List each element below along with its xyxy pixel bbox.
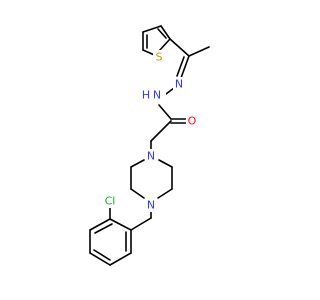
bond: [89, 252, 111, 266]
nitrogen-label: N: [147, 150, 155, 163]
atom-label-n-pip2: N: [145, 198, 157, 212]
benzene-ring: [89, 218, 132, 266]
bond: [157, 28, 167, 39]
nitrogen-label: N: [153, 89, 161, 102]
piperazine-ring: [130, 159, 173, 199]
nitrogen-label: N: [175, 78, 183, 91]
sulfur-label: S: [156, 51, 163, 64]
bond: [160, 25, 171, 40]
bond: [158, 159, 173, 168]
atom-label-n-imine: N: [173, 77, 185, 91]
molecule-structure: S N H N O N N Cl: [89, 25, 210, 266]
atom-label-o: O: [186, 114, 198, 128]
bond: [176, 56, 185, 77]
thiophene-ring: [142, 25, 171, 58]
bond: [130, 188, 145, 199]
bond: [188, 46, 210, 57]
atom-label-n-pip1: N: [145, 149, 157, 163]
bond: [158, 38, 171, 52]
bond: [130, 159, 145, 168]
atom-label-cl: Cl: [101, 194, 119, 208]
bond: [109, 252, 132, 266]
bond: [180, 55, 190, 79]
hydrogen-label: H: [142, 89, 150, 102]
bond: [89, 218, 111, 231]
chlorine-label: Cl: [105, 195, 116, 208]
bond: [93, 249, 111, 261]
bond: [109, 218, 132, 231]
bond: [94, 223, 113, 234]
bond: [130, 217, 152, 231]
oxygen-label: O: [188, 115, 197, 128]
bond: [157, 188, 173, 199]
bond: [142, 25, 162, 33]
nitrogen-label: N: [147, 199, 155, 212]
bond: [150, 120, 172, 142]
bond: [169, 38, 190, 57]
atom-label-s: S: [153, 50, 165, 64]
bond: [158, 104, 172, 120]
atom-label-nh: H N: [140, 88, 166, 102]
